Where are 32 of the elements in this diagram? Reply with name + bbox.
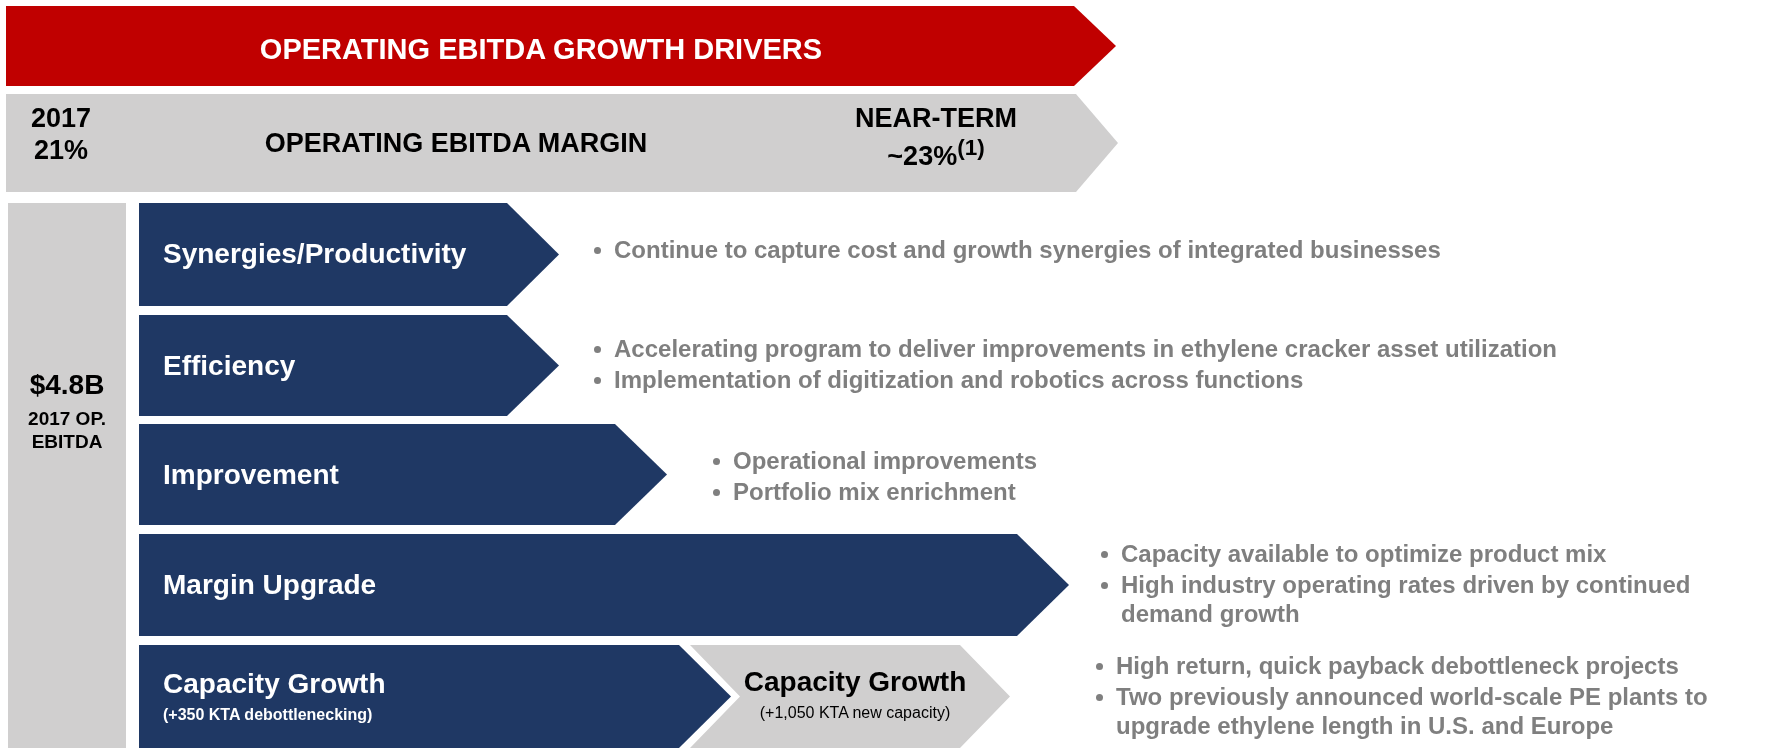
amount-value: $4.8B (28, 368, 106, 402)
bullet-text: Accelerating program to deliver improvements in ethylene cracker asset utilization (614, 335, 1558, 364)
driver-label: Improvement (163, 458, 339, 492)
chevron-band (6, 94, 1118, 192)
chevron-box (139, 315, 559, 416)
bullet-text: Capacity available to optimize product mix (1121, 540, 1608, 569)
driver-sublabel: (+350 KTA debottlenecking) (163, 705, 373, 725)
target-value: NEAR-TERM ~23%$^{(1)}$ (854, 102, 1018, 173)
driver-label: Synergies/Productivity (163, 237, 467, 271)
bullet-text: Continue to capture cost and growth synergies of integrated businesses (614, 236, 1442, 265)
title-text: OPERATING EBITDA GROWTH DRIVERS (258, 32, 824, 67)
chevron-box (139, 424, 667, 525)
side-bar (8, 203, 126, 748)
driver-sublabel: (+1,050 KTA new capacity) (758, 703, 952, 723)
chevron-box (139, 203, 559, 306)
chevron-box (139, 534, 1069, 636)
arrow-banner (6, 6, 1116, 86)
chevron-box (690, 645, 1010, 748)
driver-label: Efficiency (163, 349, 296, 383)
bullet-text: High industry operating rates driven by continued demand growth (1121, 570, 1692, 629)
bullet-text: Operational improvements (733, 447, 1039, 476)
band-label: OPERATING EBITDA MARGIN (263, 127, 649, 160)
bullet-text: Portfolio mix enrichment (733, 477, 1017, 507)
chevron-box (139, 645, 731, 748)
bullet-text: High return, quick payback debottleneck projects (1116, 652, 1680, 681)
bullet-text: Two previously announced world-scale PE plants to upgrade ethylene length in U.S. and Europe (1116, 682, 1709, 741)
bullet-text: Implementation of digitization and robotics across functions (614, 365, 1305, 395)
amount-caption: 2017 OP. EBITDA (27, 408, 107, 454)
driver-label: Margin Upgrade (163, 568, 377, 602)
driver-label: Capacity Growth (742, 665, 968, 699)
driver-label: Capacity Growth (163, 667, 386, 701)
year-value: 2017 21% (29, 102, 93, 167)
